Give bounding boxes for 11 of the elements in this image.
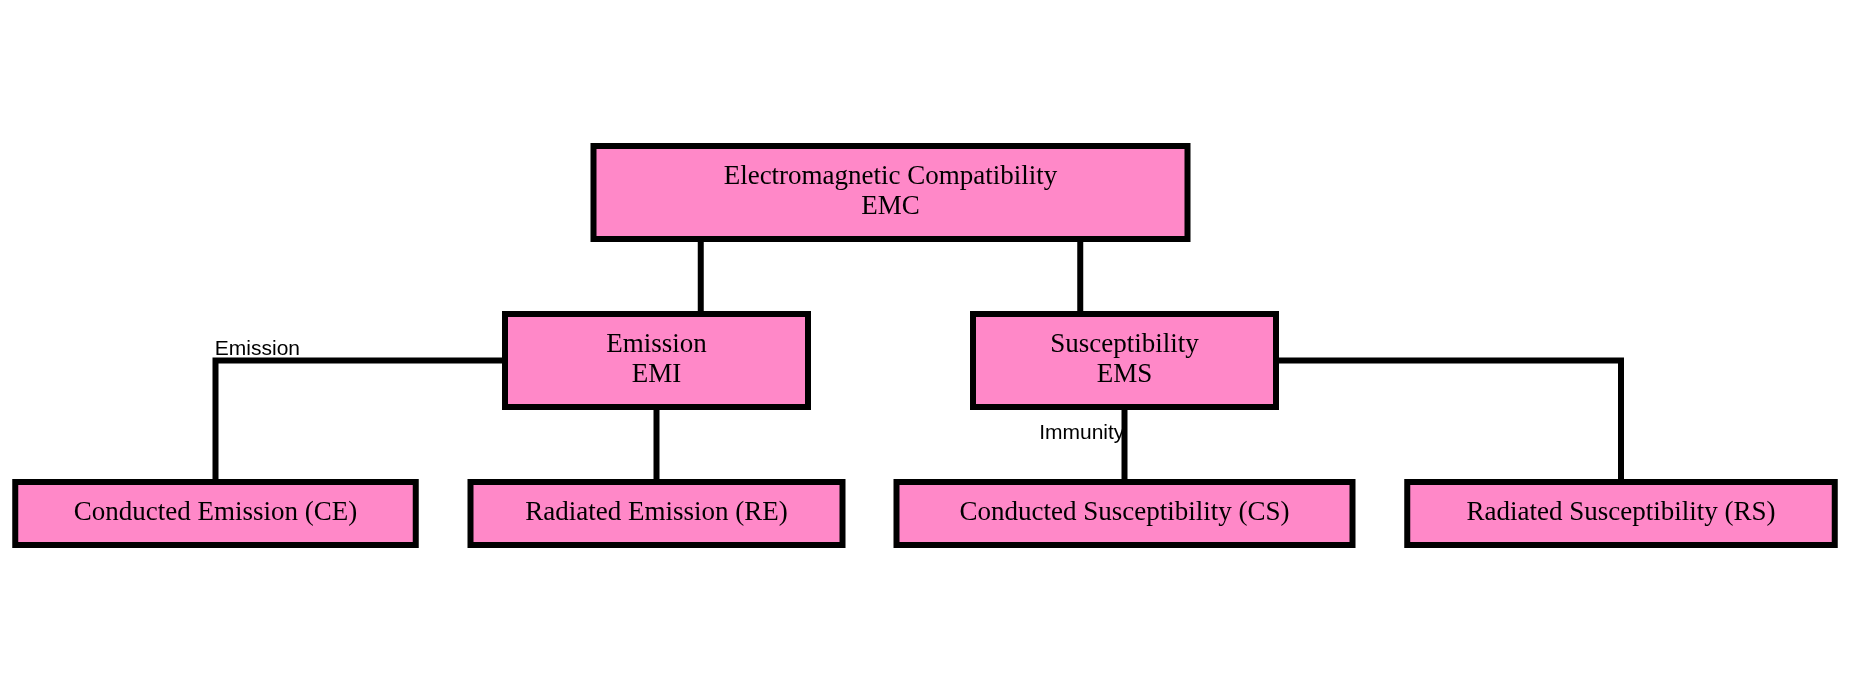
node-box: Radiated Emission (RE) bbox=[467, 478, 846, 548]
node-box: Conducted Emission (CE) bbox=[12, 478, 419, 548]
node-box: Emission EMI bbox=[502, 310, 811, 410]
node-box: Conducted Susceptibility (CS) bbox=[893, 478, 1356, 548]
edge-label: Emission bbox=[214, 335, 301, 359]
connector bbox=[1276, 357, 1624, 482]
node-box: Radiated Susceptibility (RS) bbox=[1404, 478, 1838, 548]
node-box: Susceptibility EMS bbox=[970, 310, 1279, 410]
edge-label: Immunity bbox=[1039, 419, 1125, 443]
node-box: Electromagnetic Compatibility EMC bbox=[590, 142, 1191, 242]
connector bbox=[212, 357, 505, 482]
